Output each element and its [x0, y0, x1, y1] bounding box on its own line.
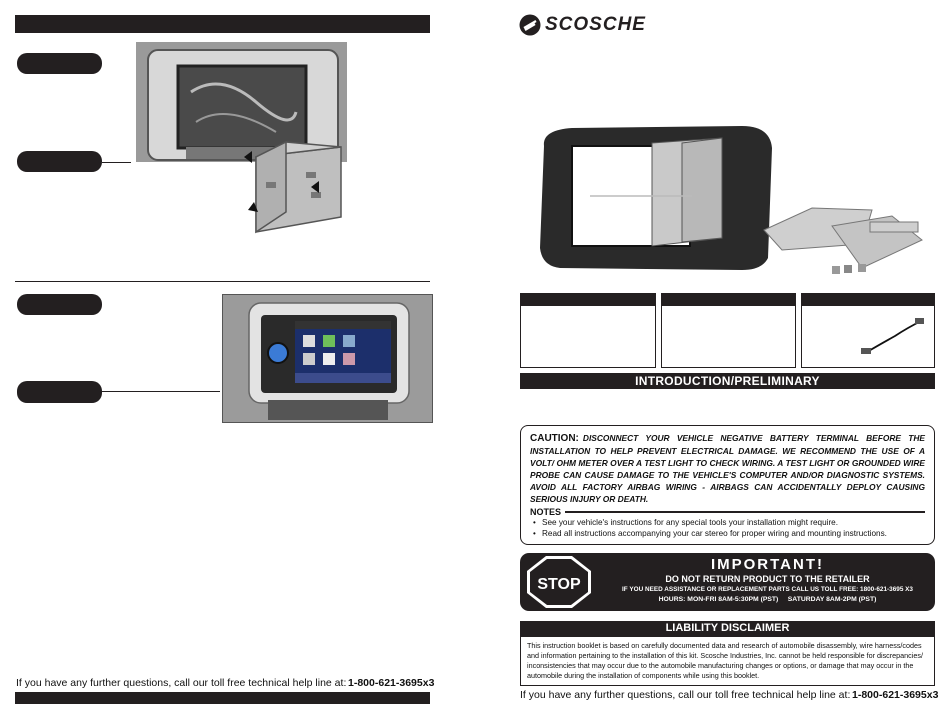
tools-box	[520, 293, 656, 368]
caution-paragraph: CAUTION:DISCONNECT YOUR VEHICLE NEGATIVE…	[530, 432, 925, 505]
antenna-box-header	[802, 294, 934, 306]
parts-box-header	[662, 294, 795, 306]
important-box: STOP IMPORTANT! DO NOT RETURN PRODUCT TO…	[520, 553, 935, 611]
stop-sign-icon: STOP	[527, 556, 591, 608]
stereo-illustration	[223, 295, 432, 422]
product-kit-photo	[532, 118, 932, 280]
caution-box: CAUTION:DISCONNECT YOUR VEHICLE NEGATIVE…	[520, 425, 935, 545]
caution-label: CAUTION:	[530, 433, 579, 444]
step-label-pill	[17, 381, 102, 403]
important-line-1: DO NOT RETURN PRODUCT TO THE RETAILER	[665, 574, 870, 584]
notes-header: NOTES	[530, 507, 925, 517]
notes-label: NOTES	[530, 507, 562, 517]
leader-line	[102, 162, 131, 163]
step-label-pill	[17, 53, 102, 74]
disclaimer-header: LIABILITY DISCLAIMER	[520, 621, 935, 636]
intro-banner: INTRODUCTION/PRELIMINARY	[520, 373, 935, 389]
antenna-adapter-box	[801, 293, 935, 368]
top-header-bar	[15, 15, 430, 33]
note-item: Read all instructions accompanying your …	[530, 528, 925, 539]
bottom-footer-bar	[15, 692, 430, 704]
help-line-text: If you have any further questions, call …	[520, 689, 851, 701]
help-phone-number: 1-800-621-3695x3	[852, 689, 939, 701]
disclaimer-body: This instruction booklet is based on car…	[520, 636, 935, 686]
leader-line	[102, 391, 220, 392]
brand-logo: SCOSCHE	[545, 14, 646, 35]
caution-text: DISCONNECT YOUR VEHICLE NEGATIVE BATTERY…	[530, 433, 925, 504]
note-item: See your vehicle's instructions for any …	[530, 517, 925, 528]
parts-box	[661, 293, 796, 368]
step-label-pill	[17, 151, 102, 172]
antenna-adapter-icon	[861, 318, 924, 354]
stop-text: STOP	[537, 576, 581, 593]
installed-stereo-photo	[222, 294, 433, 423]
dash-opening-photo	[136, 42, 347, 269]
section-divider	[15, 281, 430, 282]
important-line-2: IF YOU NEED ASSISTANCE OR REPLACEMENT PA…	[622, 586, 913, 593]
scosche-logo-icon	[519, 14, 541, 36]
tools-box-header	[521, 294, 655, 306]
dash-cage-illustration	[136, 42, 347, 234]
notes-rule	[565, 511, 925, 513]
help-line-text: If you have any further questions, call …	[16, 677, 347, 689]
step-label-pill	[17, 294, 102, 315]
important-line-3: HOURS: MON-FRI 8AM-5:30PM (PST) SATURDAY…	[658, 596, 877, 603]
important-title: IMPORTANT!	[710, 556, 825, 573]
help-phone-number: 1-800-621-3695x3	[348, 677, 435, 689]
